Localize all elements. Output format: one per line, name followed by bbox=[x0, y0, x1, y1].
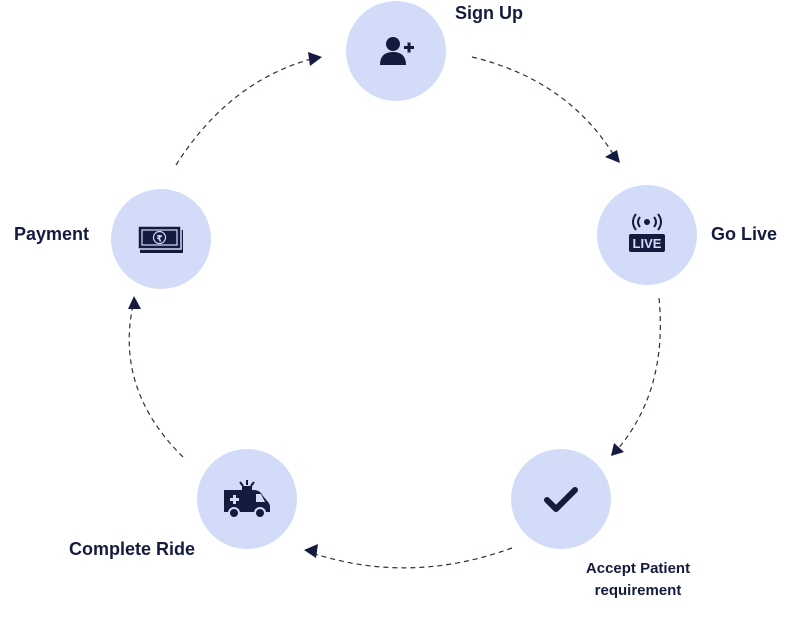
step-accept-label-line2: requirement bbox=[594, 582, 682, 599]
arrow-payment-to-signup bbox=[175, 57, 316, 166]
arrow-golive-to-accept bbox=[616, 297, 661, 451]
step-payment-label: Payment bbox=[14, 224, 90, 244]
arrow-signup-to-golive bbox=[471, 56, 616, 158]
arrowhead-payment bbox=[128, 296, 141, 309]
svg-text:LIVE: LIVE bbox=[633, 236, 662, 251]
step-golive-node: LIVE bbox=[597, 185, 697, 285]
step-accept-label-line1: Accept Patient bbox=[585, 560, 691, 577]
arrowhead-signup bbox=[308, 52, 322, 66]
rupee-cash-icon: ₹ bbox=[137, 225, 183, 253]
svg-text:₹: ₹ bbox=[156, 235, 162, 245]
step-golive-label: Go Live bbox=[711, 224, 778, 244]
step-payment-node: ₹ bbox=[111, 189, 211, 289]
arrowhead-accept bbox=[611, 443, 624, 456]
step-accept-node bbox=[511, 449, 611, 549]
arrowhead-golive bbox=[605, 150, 620, 163]
step-complete-ride-label: Complete Ride bbox=[69, 539, 196, 559]
checkmark-icon bbox=[544, 487, 578, 512]
ambulance-icon bbox=[224, 480, 270, 519]
user-plus-icon bbox=[380, 37, 414, 65]
live-broadcast-icon: LIVE bbox=[629, 213, 665, 252]
arrow-complete-to-payment bbox=[128, 304, 184, 458]
step-signup-node bbox=[346, 1, 446, 101]
step-signup-label: Sign Up bbox=[455, 3, 523, 23]
step-complete-ride-node bbox=[197, 449, 297, 549]
arrow-accept-to-complete bbox=[311, 547, 513, 569]
step-accept-label: Accept Patient requirement bbox=[568, 558, 708, 602]
arrowhead-complete bbox=[304, 544, 318, 558]
